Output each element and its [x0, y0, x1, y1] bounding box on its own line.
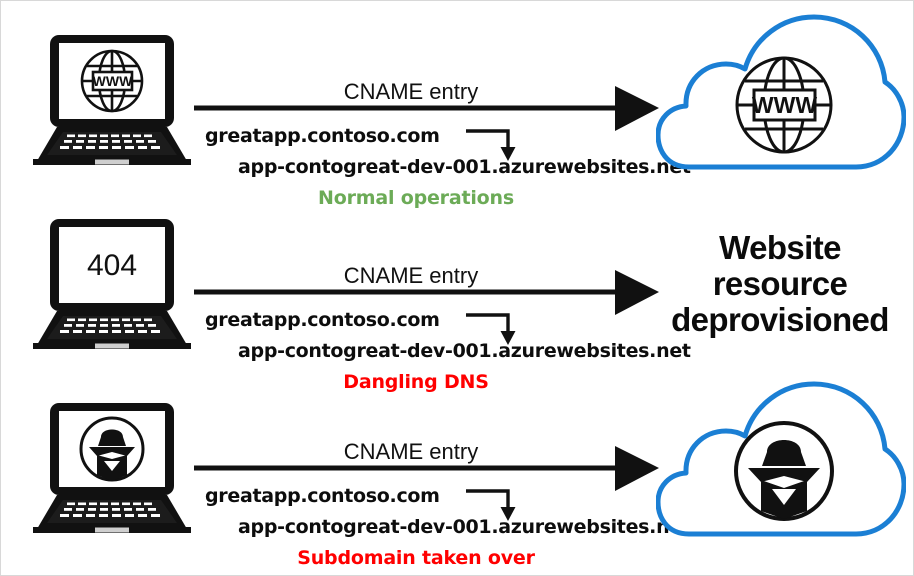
row-subdomain-taken-over: CNAME entry greatapp.contoso.com app-con… — [1, 361, 913, 575]
client-laptop-globe: WWW — [23, 31, 201, 171]
client-laptop-hacker — [23, 399, 201, 539]
client-laptop-404: 404 — [23, 215, 201, 355]
deprovisioned-message: Website resource deprovisioned — [651, 230, 909, 338]
hacker-spy-icon-large — [734, 421, 834, 521]
deprovisioned-line-2: resource — [712, 265, 848, 302]
cname-arrow-row2 — [191, 270, 671, 325]
cloud-globe-target: WWW — [655, 9, 907, 184]
dns-target-row2: app-contogreat-dev-001.azurewebsites.net — [238, 340, 691, 362]
dns-source-row2: greatapp.contoso.com — [205, 309, 440, 331]
cname-arrow-row3 — [191, 446, 671, 501]
svg-text:WWW: WWW — [752, 92, 817, 118]
cloud-hacker-target — [655, 376, 907, 551]
cname-label-row2: CNAME entry — [343, 263, 479, 288]
dns-target-row1: app-contogreat-dev-001.azurewebsites.net — [238, 156, 691, 178]
screen-error-code: 404 — [87, 249, 137, 282]
deprovisioned-line-3: deprovisioned — [671, 301, 889, 338]
status-label-subdomain-taken-over: Subdomain taken over — [297, 547, 535, 569]
row-normal-operations: WWW — [1, 1, 913, 211]
row-dangling-dns: 404 — [1, 183, 913, 393]
dns-source-row1: greatapp.contoso.com — [205, 125, 440, 147]
cname-label-row3: CNAME entry — [343, 439, 479, 464]
deprovisioned-line-1: Website — [719, 229, 841, 266]
cname-label-row1: CNAME entry — [343, 79, 479, 104]
status-label-normal-operations: Normal operations — [318, 187, 514, 209]
dns-target-row3: app-contogreat-dev-001.azurewebsites.net — [238, 516, 691, 538]
dns-source-row3: greatapp.contoso.com — [205, 485, 440, 507]
hacker-spy-icon-small — [79, 416, 145, 482]
svg-text:WWW: WWW — [93, 73, 133, 89]
status-label-dangling-dns: Dangling DNS — [343, 371, 489, 393]
cname-mapping-arrow-row1 — [464, 123, 534, 163]
cname-mapping-arrow-row3 — [464, 483, 534, 523]
cname-mapping-arrow-row2 — [464, 307, 534, 347]
cname-arrow-row1 — [191, 86, 671, 141]
